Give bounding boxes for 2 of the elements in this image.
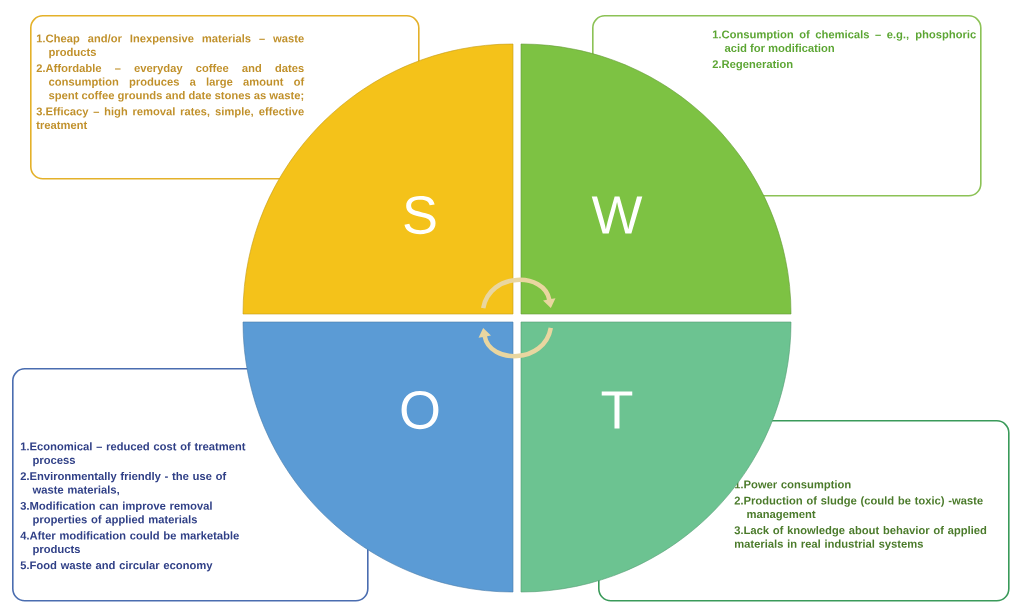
curved-arrow (478, 327, 553, 359)
curved-arrow (481, 277, 556, 309)
